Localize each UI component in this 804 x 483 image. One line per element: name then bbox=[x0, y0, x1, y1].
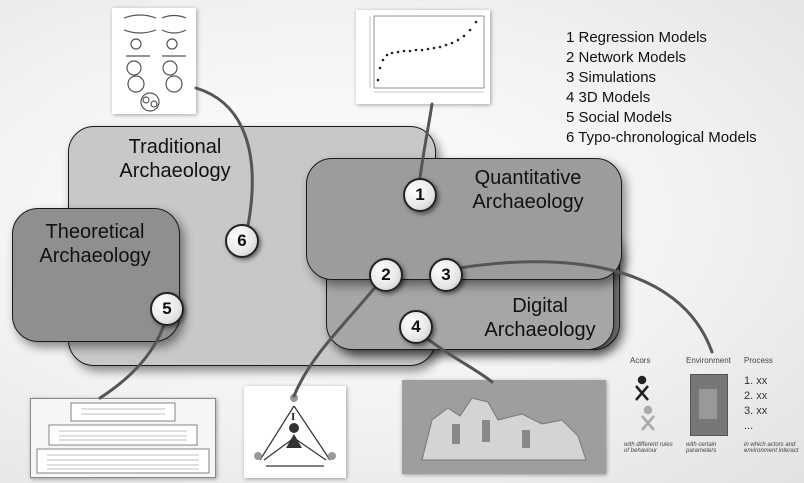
theoretical-archaeology-label: Theoretical Archaeology bbox=[20, 220, 170, 268]
digital-line1: Digital bbox=[512, 295, 568, 317]
sim-col-environment: Environment bbox=[686, 356, 731, 365]
model-legend: 1 Regression Models 2 Network Models 3 S… bbox=[566, 28, 757, 148]
theoretical-line2: Archaeology bbox=[39, 245, 151, 267]
legend-item: 6 Typo-chronological Models bbox=[566, 129, 757, 146]
network-model-thumbnail: I bbox=[244, 386, 346, 478]
sim-col-process: Process bbox=[744, 356, 773, 365]
marker-1: 1 bbox=[403, 178, 437, 212]
quantitative-line1: Quantitative bbox=[474, 167, 582, 189]
process-item: 1. xx bbox=[744, 375, 768, 387]
legend-item: 2 Network Models bbox=[566, 49, 687, 66]
sim-caption-environment: with certain parameters bbox=[686, 442, 717, 454]
marker-3: 3 bbox=[429, 258, 463, 292]
quantitative-archaeology-box bbox=[306, 158, 622, 280]
digital-archaeology-label: Digital Archaeology bbox=[470, 294, 610, 342]
legend-item: 3 Simulations bbox=[566, 69, 657, 86]
marker-2: 2 bbox=[369, 258, 403, 292]
regression-plot-thumbnail bbox=[356, 10, 490, 104]
traditional-archaeology-label: Traditional Archaeology bbox=[100, 135, 250, 183]
legend-item: 1 Regression Models bbox=[566, 29, 707, 46]
sim-caption-process: in which actors and environment interact bbox=[744, 442, 799, 454]
traditional-line1: Traditional bbox=[128, 136, 222, 158]
legend-item: 5 Social Models bbox=[566, 109, 672, 126]
legend-item: 4 3D Models bbox=[566, 89, 651, 106]
network-center-label: I bbox=[291, 411, 295, 423]
marker-5: 5 bbox=[150, 292, 184, 326]
process-item: 3. xx bbox=[744, 405, 768, 417]
marker-6: 6 bbox=[225, 224, 259, 258]
process-item: 2. xx bbox=[744, 390, 768, 402]
actor-figures bbox=[635, 375, 655, 431]
sim-caption-actors: with different rules of behaviour bbox=[624, 442, 673, 454]
quantitative-line2: Archaeology bbox=[472, 191, 584, 213]
marker-4: 4 bbox=[399, 310, 433, 344]
process-list: 1. xx 2. xx 3. xx ... bbox=[744, 374, 767, 434]
3d-model-thumbnail bbox=[402, 380, 606, 474]
sim-col-actors: Acors bbox=[630, 356, 651, 365]
social-model-thumbnail bbox=[30, 398, 216, 478]
digital-line2: Archaeology bbox=[484, 319, 596, 341]
theoretical-line1: Theoretical bbox=[45, 221, 145, 243]
process-item: ... bbox=[744, 420, 754, 432]
traditional-line2: Archaeology bbox=[119, 160, 231, 182]
simulation-panel: Acors Environment Process 1. xx 2. xx 3.… bbox=[620, 356, 800, 480]
quantitative-archaeology-label: Quantitative Archaeology bbox=[448, 166, 608, 214]
environment-grid bbox=[690, 374, 728, 436]
typology-drawings-thumbnail bbox=[112, 8, 196, 114]
